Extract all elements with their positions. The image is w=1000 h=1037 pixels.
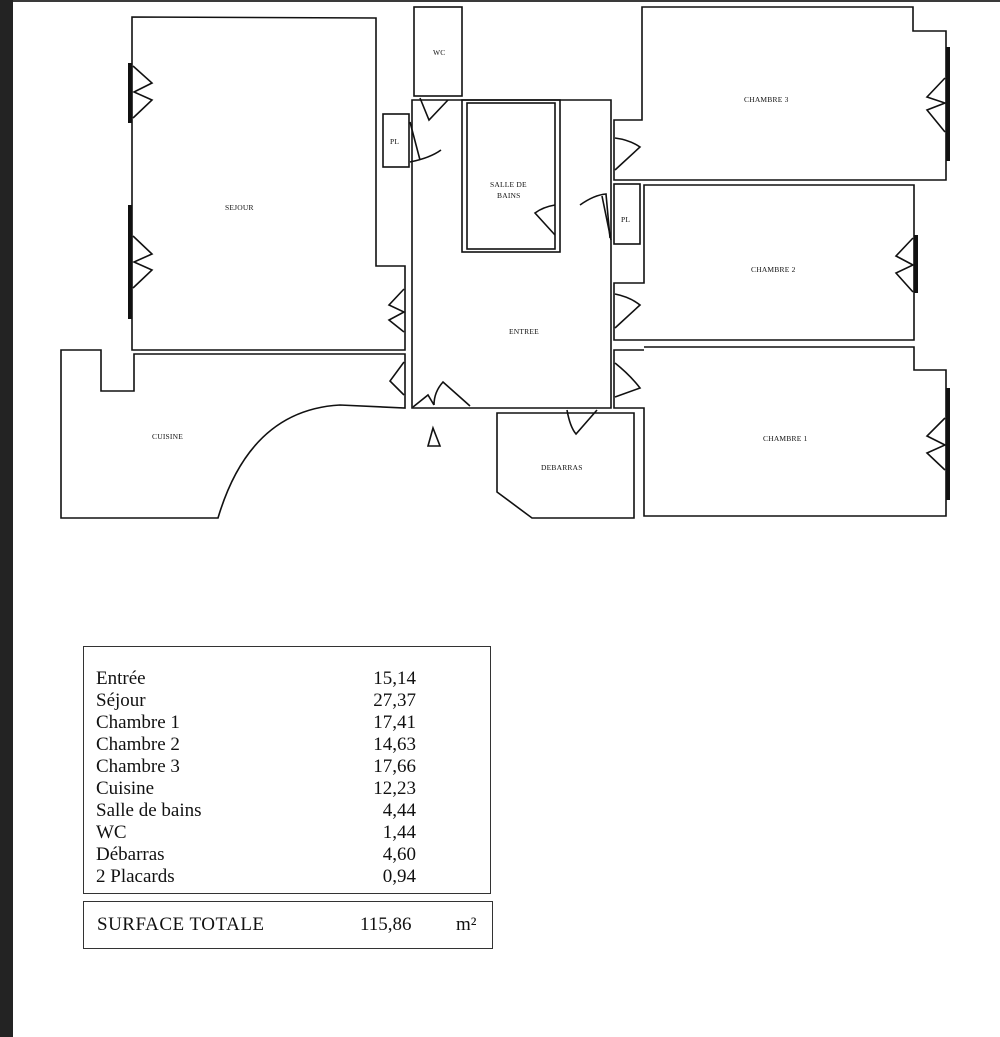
room-salle-de-bains: SALLE DE BAINS (461, 99, 611, 253)
room-entree: ENTREE (411, 99, 612, 447)
room-cuisine: CUISINE (60, 349, 406, 519)
label-salle-de-bains-2: BAINS (497, 191, 521, 200)
label-chambre-1: CHAMBRE 1 (763, 434, 808, 443)
room-name: WC (96, 822, 127, 843)
table-row: Entrée 15,14 (96, 668, 416, 690)
door-swing-icon (388, 361, 405, 396)
room-sejour: SEJOUR (128, 16, 406, 351)
window-casement-icon (132, 235, 154, 289)
room-area: 17,66 (373, 756, 416, 777)
room-area: 17,41 (373, 712, 416, 733)
door-swing-icon (614, 137, 642, 171)
room-debarras: DEBARRAS (496, 409, 635, 519)
door-swing-icon (409, 121, 442, 163)
door-double-icon (387, 288, 406, 333)
room-chambre-3: CHAMBRE 3 (613, 6, 950, 181)
window-casement-icon (925, 417, 947, 471)
total-label: SURFACE TOTALE (97, 914, 265, 935)
room-area: 0,94 (382, 866, 416, 887)
table-row: Chambre 3 17,66 (96, 756, 416, 778)
window-icon (946, 388, 950, 500)
table-row: Chambre 2 14,63 (96, 734, 416, 756)
room-area: 4,60 (382, 844, 416, 865)
room-name: Chambre 2 (96, 734, 180, 755)
table-row: WC 1,44 (96, 822, 416, 844)
label-chambre-3: CHAMBRE 3 (744, 95, 789, 104)
entrance-door-icon (412, 380, 471, 408)
label-entree: ENTREE (509, 327, 539, 336)
table-row: Cuisine 12,23 (96, 778, 416, 800)
window-casement-icon (925, 77, 948, 133)
table-row: Chambre 1 17,41 (96, 712, 416, 734)
door-swing-icon (579, 193, 611, 239)
room-area: 4,44 (382, 800, 416, 821)
window-icon (128, 205, 132, 319)
door-swing-icon (566, 409, 598, 436)
left-dark-border (0, 0, 13, 1037)
top-border-line (13, 0, 1000, 2)
room-placard-left: PL (382, 113, 442, 168)
label-cuisine: CUISINE (152, 432, 183, 441)
window-icon (128, 63, 132, 123)
label-pl-left: PL (390, 137, 399, 146)
room-wc: WC (413, 6, 463, 122)
label-debarras: DEBARRAS (541, 463, 583, 472)
room-chambre-2: CHAMBRE 2 (613, 184, 918, 341)
room-name: Chambre 1 (96, 712, 180, 733)
room-name: 2 Placards (96, 866, 175, 887)
table-row: Salle de bains 4,44 (96, 800, 416, 822)
label-pl-right: PL (621, 215, 630, 224)
room-chambre-1: CHAMBRE 1 (613, 346, 950, 517)
room-name: Débarras (96, 844, 165, 865)
window-icon (914, 235, 918, 293)
room-name: Chambre 3 (96, 756, 180, 777)
table-row: Séjour 27,37 (96, 690, 416, 712)
total-surface-box: SURFACE TOTALE 115,86 m² (83, 901, 493, 949)
table-row: Débarras 4,60 (96, 844, 416, 866)
label-sejour: SEJOUR (225, 203, 254, 212)
window-casement-icon (132, 65, 154, 119)
room-area: 27,37 (373, 690, 416, 711)
room-placard-right: PL (601, 183, 641, 245)
window-casement-icon (894, 237, 915, 293)
floor-plan: SEJOUR WC PL ENTREE SALLE DE BAINS CHAMB… (60, 6, 950, 519)
room-name: Salle de bains (96, 800, 202, 821)
areas-table: Entrée 15,14 Séjour 27,37 Chambre 1 17,41 C… (83, 646, 491, 894)
room-name: Cuisine (96, 778, 155, 799)
entrance-triangle-icon (426, 425, 442, 447)
door-swing-icon (601, 195, 612, 241)
label-wc: WC (433, 48, 445, 57)
room-name: Séjour (96, 690, 146, 711)
label-chambre-2: CHAMBRE 2 (751, 265, 796, 274)
room-name: Entrée (96, 668, 146, 689)
total-value: 115,86 (360, 914, 412, 935)
room-area: 12,23 (373, 778, 416, 799)
table-row: 2 Placards 0,94 (96, 866, 416, 888)
door-swing-icon (614, 293, 642, 329)
room-area: 14,63 (373, 734, 416, 755)
room-area: 1,44 (382, 822, 416, 843)
window-icon (946, 47, 950, 161)
door-swing-icon (614, 362, 642, 398)
label-salle-de-bains-1: SALLE DE (490, 180, 527, 189)
total-unit: m² (456, 914, 477, 935)
door-swing-icon (419, 97, 449, 122)
door-swing-icon (533, 204, 556, 236)
room-area: 15,14 (373, 668, 416, 689)
